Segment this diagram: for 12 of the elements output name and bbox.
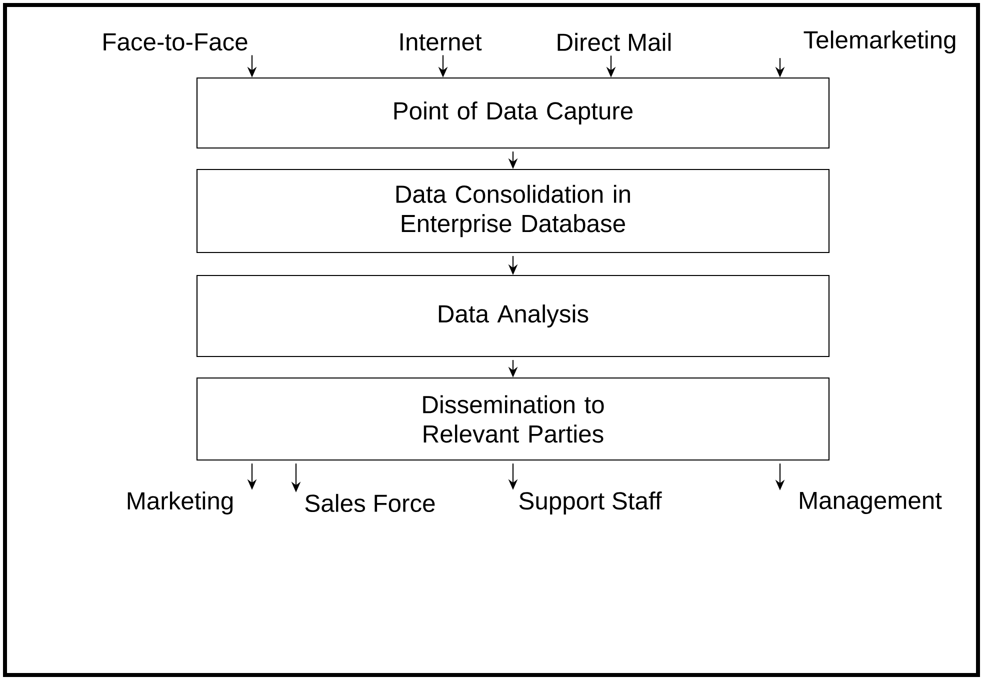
channel-label: Internet [400,33,482,51]
channel-label: Direct Mail [558,32,671,52]
process-box: Point of Data Capture [196,77,830,149]
channel-label: Support Staff [519,492,662,514]
channel-label: Marketing [128,492,233,514]
channel-label: Sales Force [305,494,435,512]
process-box: Data Analysis [196,274,830,358]
channel-label: Management [800,492,942,514]
process-box: Dissemination to Relevant Parties [196,377,830,461]
process-box: Data Consolidation in Enterprise Database [196,168,830,254]
channel-label: Face-to-Face [104,33,248,51]
channel-label: Telemarketing [804,30,956,54]
